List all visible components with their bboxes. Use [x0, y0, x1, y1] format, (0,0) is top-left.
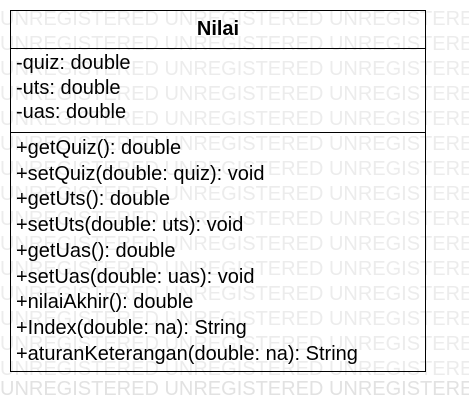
- operation-item[interactable]: +setQuiz(double: quiz): void: [16, 162, 265, 185]
- operation-item[interactable]: +Index(double: na): String: [16, 316, 247, 339]
- class-name[interactable]: Nilai: [196, 18, 240, 40]
- operation-item[interactable]: +getQuiz(): double: [16, 137, 182, 159]
- attribute-item[interactable]: -quiz: double: [16, 52, 131, 74]
- watermark-line: UNREGISTERED UNREGISTERED UNREGISTERED: [0, 378, 469, 400]
- operation-item[interactable]: +setUts(double: uts): void: [16, 214, 244, 237]
- operation-item[interactable]: +nilaiAkhir(): double: [16, 291, 194, 314]
- attribute-item[interactable]: -uas: double: [16, 101, 127, 123]
- attributes-compartment: -quiz: double -uts: double -uas: double: [11, 51, 425, 133]
- uml-class-box[interactable]: Nilai -quiz: double -uts: double -uas: d…: [10, 10, 426, 372]
- operations-compartment: +getQuiz(): double +setQuiz(double: quiz…: [11, 133, 425, 367]
- class-name-compartment: Nilai: [11, 11, 425, 49]
- operation-item[interactable]: +setUas(double: uas): void: [16, 265, 255, 288]
- operation-item[interactable]: +getUts(): double: [16, 188, 170, 211]
- attribute-item[interactable]: -uts: double: [16, 76, 121, 99]
- operation-item[interactable]: +aturanKeterangan(double: na): String: [16, 342, 358, 365]
- operation-item[interactable]: +getUas(): double: [16, 239, 176, 262]
